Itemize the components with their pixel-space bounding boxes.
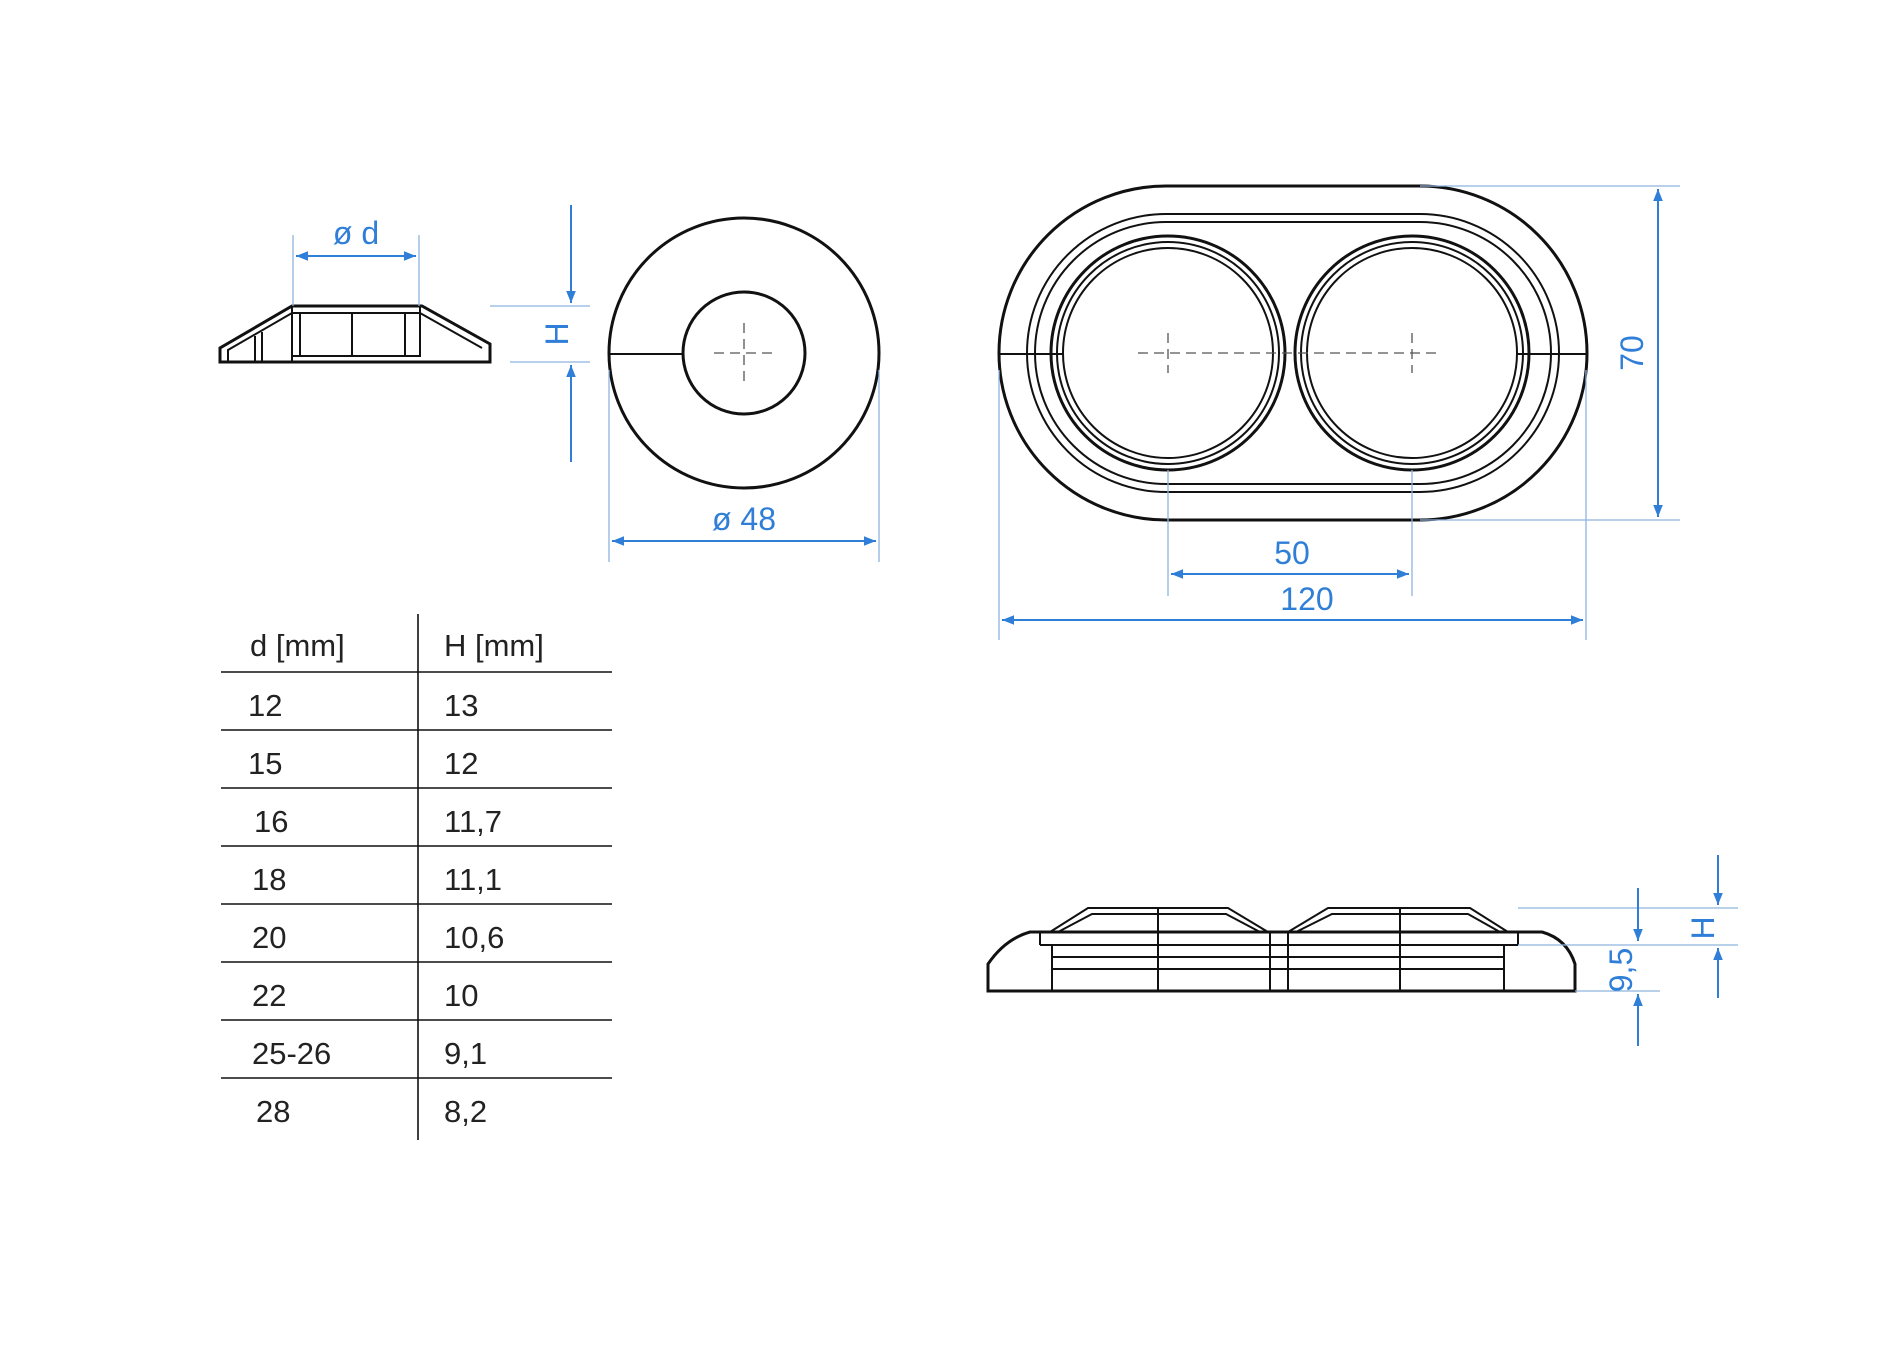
size-table: d [mm] H [mm] 12 13 15 12 16 11,7 18 11,… (221, 614, 612, 1140)
table-header-d: d [mm] (250, 628, 345, 663)
table-cell-h: 10 (444, 978, 478, 1013)
small-rosette-side-view: ø d H (218, 205, 590, 462)
table-cell-d: 28 (256, 1094, 290, 1129)
table-cell-h: 9,1 (444, 1036, 487, 1071)
small-rosette-top-view: ø 48 (607, 216, 881, 562)
table-cell-h: 11,7 (444, 804, 502, 839)
ring-diameter-label: ø 48 (712, 501, 776, 537)
double-pitch-label: 50 (1274, 535, 1310, 571)
double-rosette-side-view: H 9,5 (986, 855, 1738, 1046)
small-diameter-label: ø d (333, 215, 379, 251)
table-cell-h: 12 (444, 746, 478, 781)
table-cell-d: 18 (252, 862, 286, 897)
table-cell-h: 11,1 (444, 862, 502, 897)
table-cell-d: 12 (248, 688, 282, 723)
double-rosette-top-view: 70 50 120 (997, 184, 1680, 640)
table-cell-d: 16 (254, 804, 288, 839)
table-cell-d: 20 (252, 920, 286, 955)
double-width-label: 120 (1280, 581, 1333, 617)
double-side-base-label: 9,5 (1603, 948, 1639, 992)
table-cell-h: 10,6 (444, 920, 504, 955)
table-header-h: H [mm] (444, 628, 544, 663)
table-cell-h: 13 (444, 688, 478, 723)
table-cell-d: 22 (252, 978, 286, 1013)
double-height-label: 70 (1614, 335, 1650, 371)
table-cell-d: 25-26 (252, 1036, 331, 1071)
small-height-label: H (539, 322, 575, 345)
table-cell-h: 8,2 (444, 1094, 487, 1129)
table-cell-d: 15 (248, 746, 282, 781)
double-side-height-label: H (1685, 916, 1721, 939)
